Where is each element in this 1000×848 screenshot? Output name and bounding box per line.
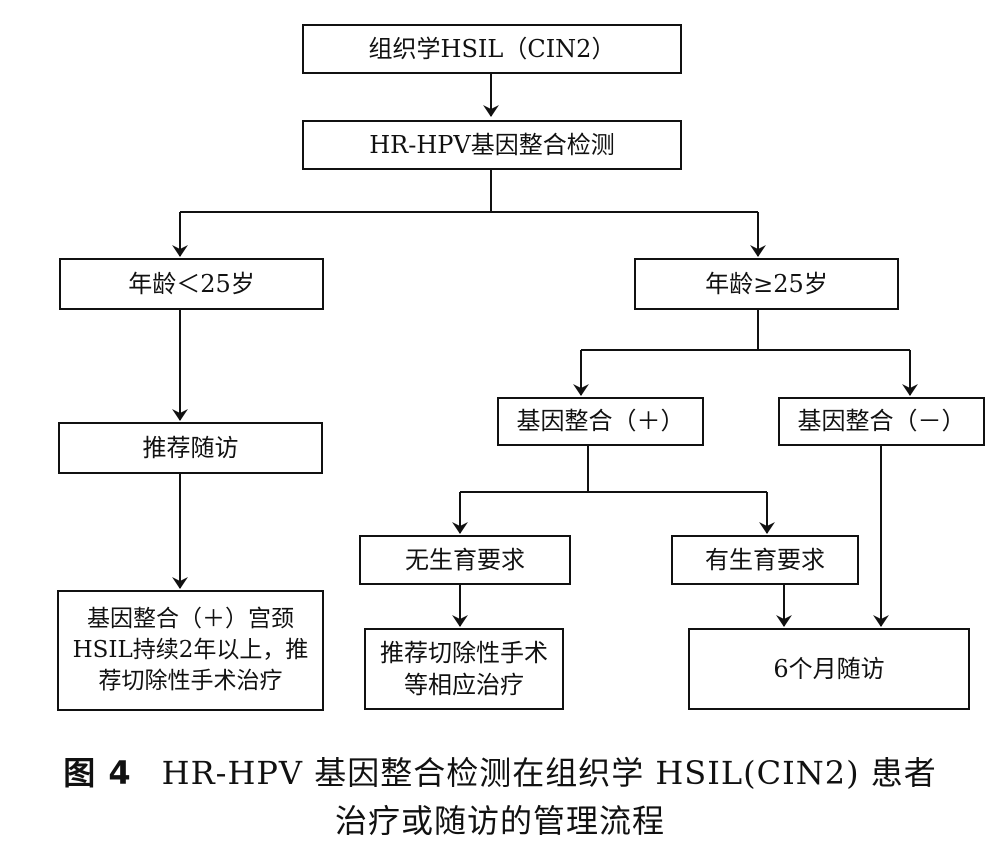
node-fertility: 有生育要求 xyxy=(671,535,859,585)
node-left-bottom-line1: 基因整合（＋）宫颈 xyxy=(87,605,294,632)
node-age-lt-label: 年龄＜25岁 xyxy=(128,269,255,298)
node-no-fertility: 无生育要求 xyxy=(359,535,571,585)
node-left-bottom-line2: HSIL持续2年以上，推 xyxy=(72,636,309,663)
node-test: HR-HPV基因整合检测 xyxy=(302,120,682,170)
caption-text-line1: HR-HPV 基因整合检测在组织学 HSIL(CIN2) 患者 xyxy=(161,754,937,792)
figure-number: 图 4 xyxy=(63,754,132,792)
node-hsil-label: 组织学HSIL（CIN2） xyxy=(368,34,616,63)
node-integration-neg-label: 基因整合（－） xyxy=(797,407,966,436)
node-integration-neg: 基因整合（－） xyxy=(778,397,985,446)
node-age-ge-label: 年龄≥25岁 xyxy=(705,269,828,298)
node-six-month-label: 6个月随访 xyxy=(773,654,885,683)
node-integration-pos: 基因整合（＋） xyxy=(497,397,704,446)
node-six-month: 6个月随访 xyxy=(688,628,970,710)
node-follow-up-left-label: 推荐随访 xyxy=(142,433,239,462)
node-test-label: HR-HPV基因整合检测 xyxy=(369,130,615,159)
node-follow-up-left: 推荐随访 xyxy=(58,422,323,474)
node-no-fertility-label: 无生育要求 xyxy=(405,545,525,574)
node-hsil: 组织学HSIL（CIN2） xyxy=(302,24,682,74)
figure-caption-line1: 图 4 HR-HPV 基因整合检测在组织学 HSIL(CIN2) 患者 xyxy=(0,748,1000,794)
node-age-ge: 年龄≥25岁 xyxy=(634,258,899,310)
figure-caption-line2: 治疗或随访的管理流程 xyxy=(0,796,1000,842)
node-fertility-label: 有生育要求 xyxy=(705,545,825,574)
node-integration-pos-label: 基因整合（＋） xyxy=(516,407,685,436)
node-left-bottom-line3: 荐切除性手术治疗 xyxy=(98,668,283,695)
caption-text-line2: 治疗或随访的管理流程 xyxy=(334,802,665,840)
node-excision: 推荐切除性手术 等相应治疗 xyxy=(364,628,564,710)
node-age-lt: 年龄＜25岁 xyxy=(59,258,324,310)
node-excision-line2: 等相应治疗 xyxy=(404,671,524,699)
node-excision-line1: 推荐切除性手术 xyxy=(380,638,548,667)
node-left-bottom: 基因整合（＋）宫颈 HSIL持续2年以上，推 荐切除性手术治疗 xyxy=(57,590,324,711)
